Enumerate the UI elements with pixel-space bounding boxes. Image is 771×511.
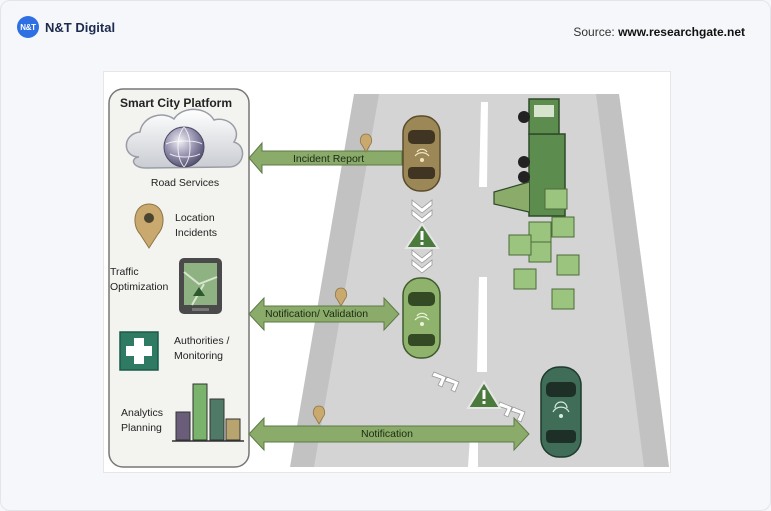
warning-triangle-icon-2 [466, 380, 502, 409]
notification-validation-arrow [248, 296, 400, 332]
brand-logo-icon: N&T [17, 16, 39, 38]
location-label-line1: Location [175, 212, 215, 224]
incident-report-arrow [248, 141, 403, 175]
location-pin-icon [134, 203, 164, 249]
source-prefix: Source: [573, 25, 615, 39]
road-shoulder-right [596, 94, 669, 467]
source-credit: Source: www.researchgate.net [573, 25, 745, 39]
overturned-truck-icon [493, 98, 566, 217]
location-label-line2: Incidents [175, 227, 218, 239]
warning-triangle-icon [404, 222, 440, 249]
notification-arrow [248, 416, 530, 452]
notification-validation-label: Notification/ Validation [265, 308, 369, 320]
incident-report-label: Incident Report [293, 153, 365, 165]
analytics-planning-label: Analytics Planning [121, 406, 163, 436]
authorities-label-line2: Monitoring [174, 350, 224, 362]
analytics-label-line2: Planning [121, 422, 162, 434]
brand[interactable]: N&T N&T Digital [17, 16, 115, 38]
cloud-globe-icon [125, 108, 244, 169]
chevrons-diagonal [431, 371, 526, 423]
location-incidents-label: Location Incidents [175, 211, 217, 241]
authorities-label-line1: Authorities / [174, 335, 230, 347]
car-gold [402, 115, 441, 192]
notification-label: Notification [361, 428, 413, 440]
road-pins [312, 133, 373, 425]
analytics-label-line1: Analytics [121, 407, 164, 419]
platform-title: Smart City Platform [120, 96, 233, 110]
spilled-crates [508, 188, 580, 310]
lane-markings [468, 102, 488, 467]
brand-name: N&T Digital [45, 19, 116, 35]
diagram-graphics [108, 88, 669, 468]
navigation-tablet-icon [179, 258, 222, 314]
road-services-label: Road Services [150, 177, 220, 189]
car-light-green [402, 277, 441, 359]
source-link[interactable]: www.researchgate.net [618, 25, 745, 39]
road-shoulder-left [290, 94, 379, 467]
authorities-monitoring-label: Authorities / Monitoring [174, 334, 229, 364]
traffic-optimization-label: Traffic Optimization [110, 265, 168, 295]
first-aid-cross-icon [119, 331, 159, 371]
traffic-label-line1: Traffic [110, 266, 139, 278]
smart-city-diagram: Smart City Platform Road Services Locati… [103, 71, 671, 473]
car-dark-green [540, 366, 582, 458]
traffic-label-line2: Optimization [110, 281, 169, 293]
chevrons-down [411, 199, 433, 274]
bar-chart-icon [172, 383, 244, 442]
